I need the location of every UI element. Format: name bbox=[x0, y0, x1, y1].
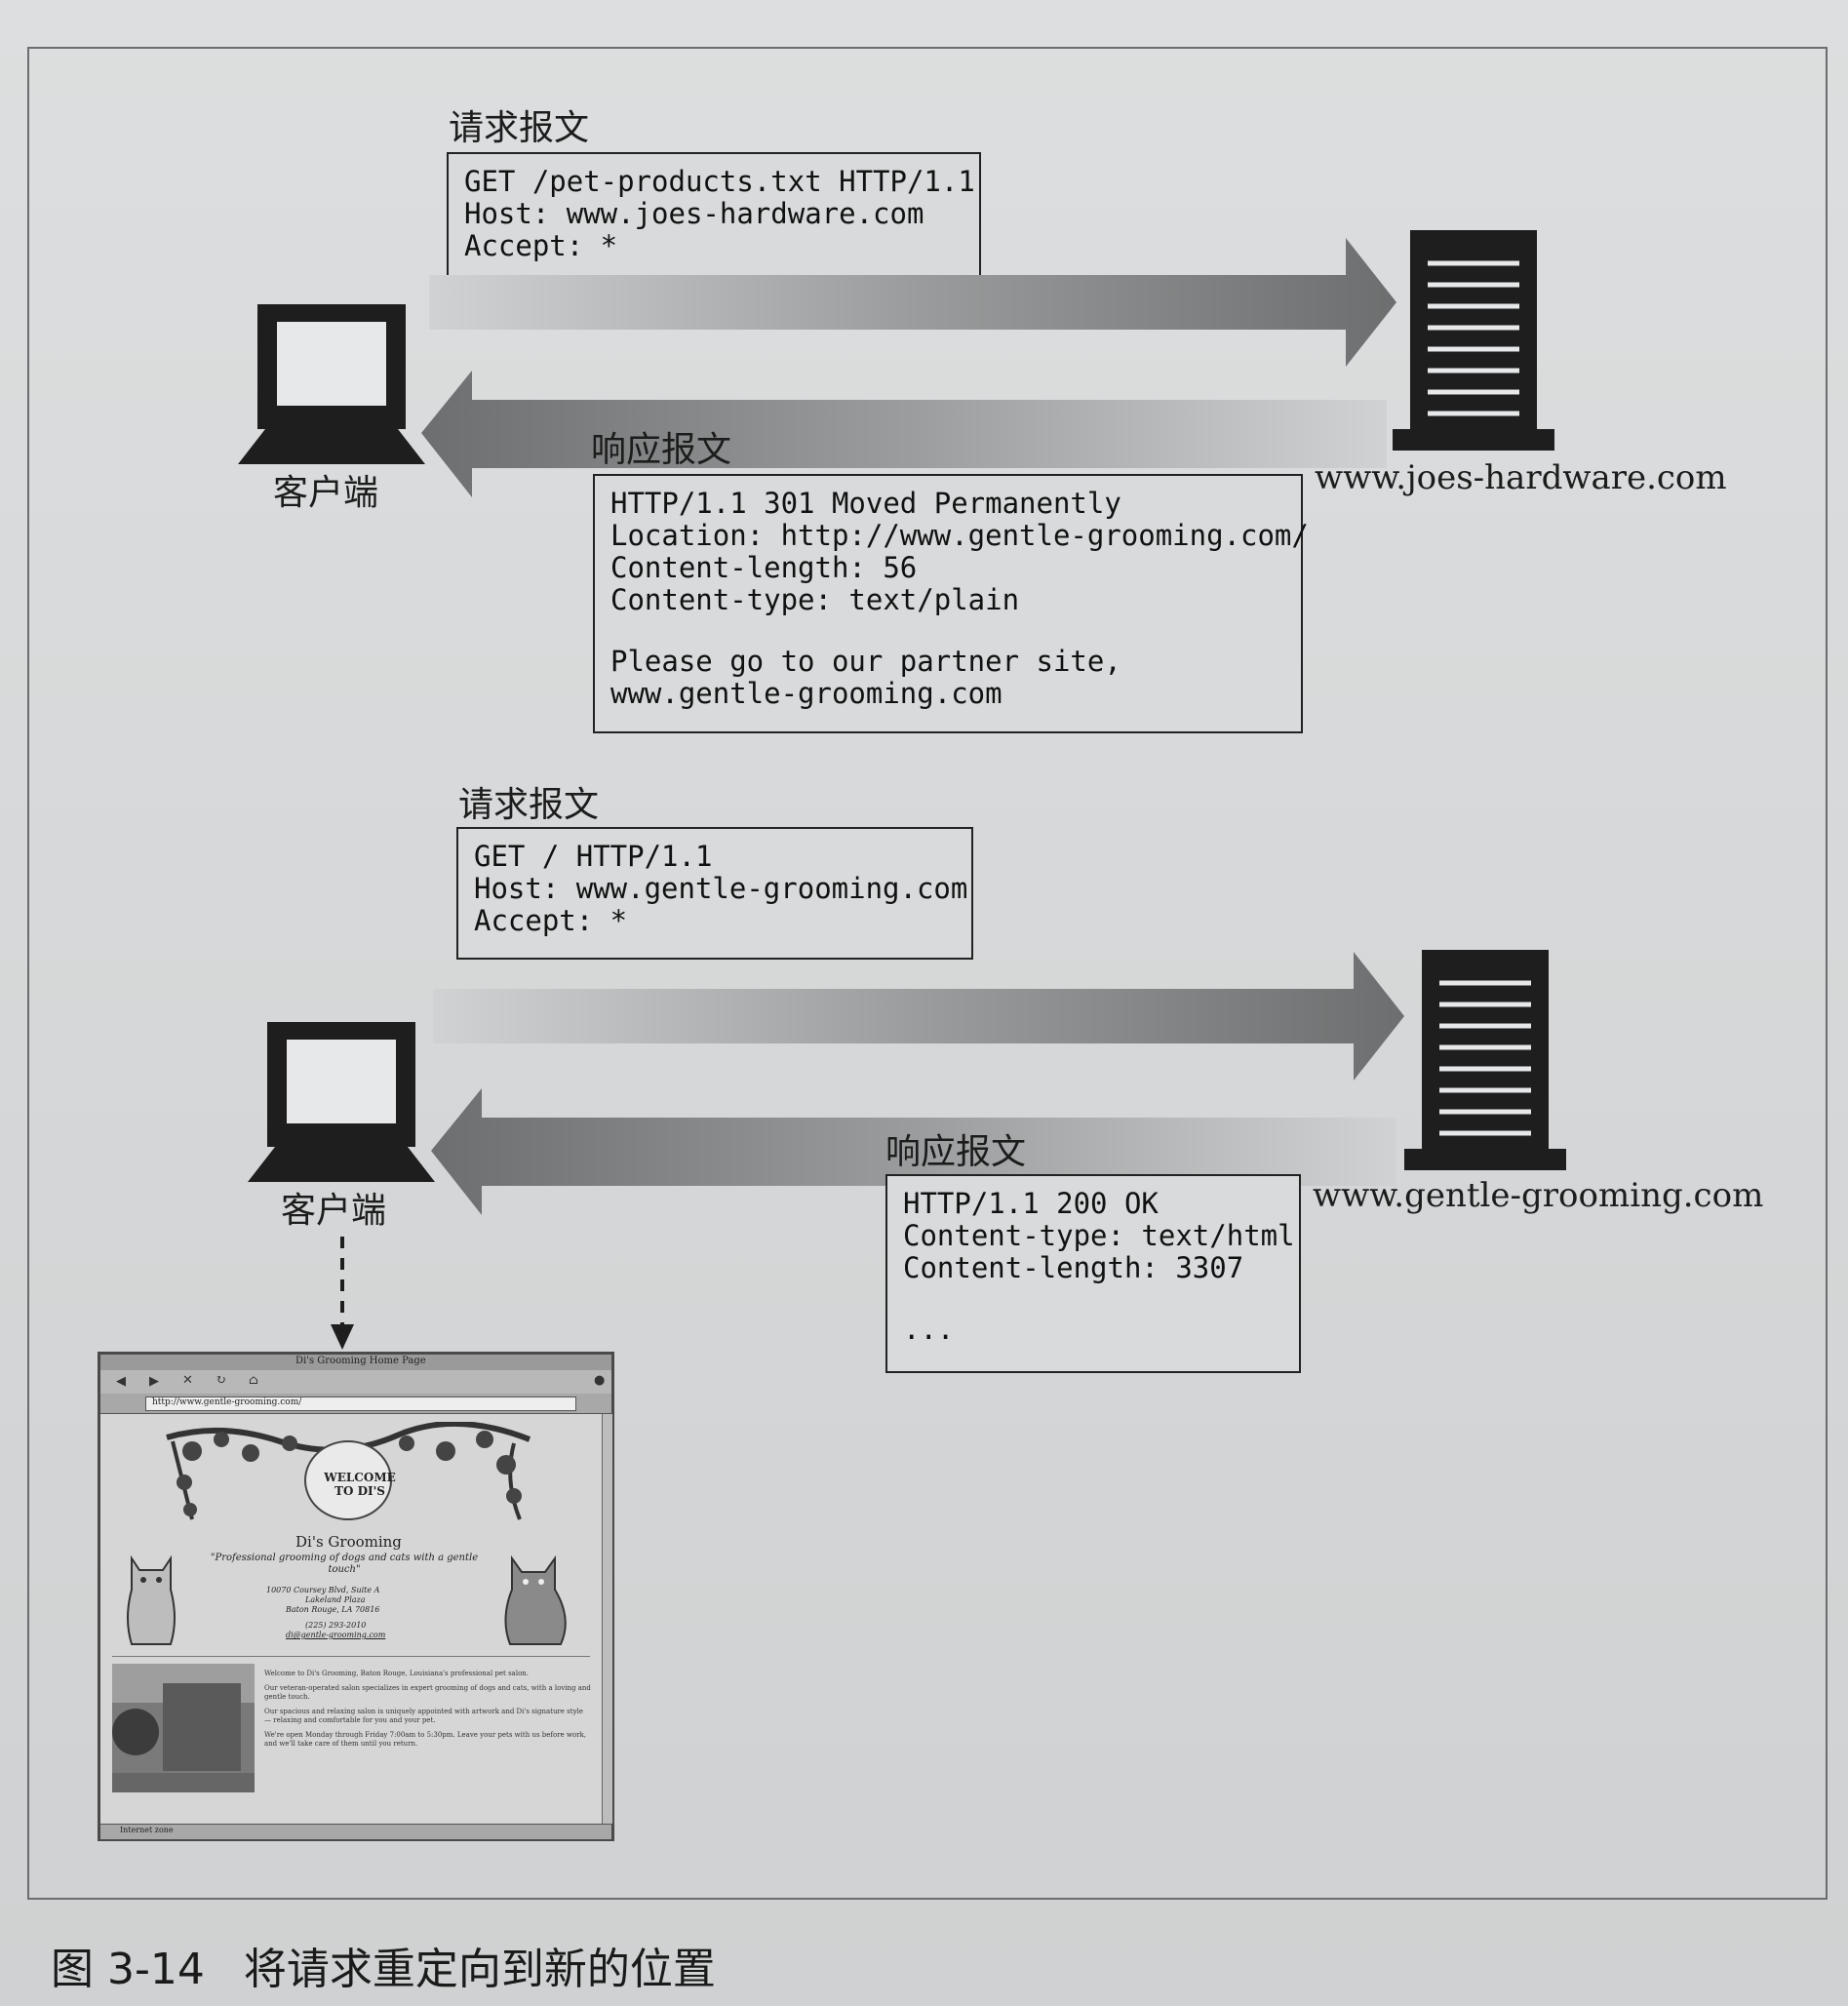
response-header: Content-type: text/html bbox=[903, 1219, 1295, 1252]
vertical-scrollbar[interactable] bbox=[602, 1414, 612, 1824]
address-line: Lakeland Plaza bbox=[305, 1595, 366, 1604]
request-label-1: 请求报文 bbox=[449, 108, 590, 148]
refresh-icon[interactable]: ↻ bbox=[216, 1373, 226, 1388]
server-hostname-2: www.gentle-grooming.com bbox=[1313, 1176, 1764, 1215]
server-hostname-1: www.joes-hardware.com bbox=[1315, 458, 1727, 497]
request-header: Host: www.joes-hardware.com bbox=[464, 197, 924, 230]
response-body: ... bbox=[903, 1313, 955, 1346]
response-header: Content-length: 3307 bbox=[903, 1251, 1244, 1284]
cat-right-image bbox=[504, 1554, 567, 1645]
banner-text: WELCOME TO DI'S bbox=[324, 1471, 396, 1498]
request-header: Accept: * bbox=[464, 229, 618, 262]
request-message-box-2: GET / HTTP/1.1 Host: www.gentle-grooming… bbox=[456, 827, 973, 960]
response-header: Content-length: 56 bbox=[610, 551, 918, 584]
address-line: Baton Rouge, LA 70816 bbox=[286, 1605, 380, 1614]
status-line: HTTP/1.1 301 Moved Permanently bbox=[610, 487, 1121, 520]
browser-window: Di's Grooming Home Page ◀ ▶ ✕ ↻ ⌂ ● http… bbox=[98, 1352, 614, 1841]
welcome-paragraph: Our spacious and relaxing salon is uniqu… bbox=[264, 1708, 583, 1724]
page-content: WELCOME TO DI'S Di's Grooming "Professio… bbox=[100, 1414, 602, 1824]
welcome-text: Welcome to Di's Grooming, Baton Rouge, L… bbox=[264, 1670, 592, 1749]
address-input[interactable]: http://www.gentle-grooming.com/ bbox=[145, 1396, 576, 1411]
welcome-paragraph: We're open Monday through Friday 7:00am … bbox=[264, 1731, 586, 1748]
request-arrow-1 bbox=[429, 238, 1396, 367]
client-computer-icon bbox=[248, 1022, 435, 1182]
home-icon[interactable]: ⌂ bbox=[249, 1373, 258, 1388]
response-body: www.gentle-grooming.com bbox=[610, 677, 1003, 710]
address-line: 10070 Coursey Blvd, Suite A bbox=[266, 1586, 380, 1594]
response-message-box-1: HTTP/1.1 301 Moved Permanently Location:… bbox=[593, 474, 1309, 733]
site-tagline: "Professional grooming of dogs and cats … bbox=[210, 1553, 479, 1575]
figure-frame bbox=[27, 47, 1828, 1900]
render-arrow bbox=[331, 1237, 354, 1350]
figure-number: 图 3-14 bbox=[51, 1945, 205, 1994]
status-line: HTTP/1.1 200 OK bbox=[903, 1187, 1159, 1220]
client-label-1: 客户端 bbox=[273, 473, 379, 513]
content-divider bbox=[112, 1656, 590, 1657]
response-message-box-2: HTTP/1.1 200 OK Content-type: text/html … bbox=[885, 1174, 1301, 1373]
request-header: Accept: * bbox=[474, 904, 628, 937]
request-label-2: 请求报文 bbox=[458, 785, 600, 825]
request-arrow-2 bbox=[433, 952, 1404, 1081]
status-bar: Internet zone bbox=[100, 1824, 611, 1839]
browser-title-bar: Di's Grooming Home Page bbox=[100, 1355, 611, 1371]
browser-toolbar: ◀ ▶ ✕ ↻ ⌂ ● bbox=[100, 1370, 611, 1395]
response-header: Content-type: text/plain bbox=[610, 583, 1020, 616]
browser-window-title: Di's Grooming Home Page bbox=[295, 1356, 426, 1366]
response-header: Location: http://www.gentle-grooming.com… bbox=[610, 519, 1309, 552]
server-icon bbox=[1393, 230, 1554, 451]
back-icon[interactable]: ◀ bbox=[116, 1374, 126, 1389]
client-computer-icon bbox=[238, 304, 425, 464]
response-body: Please go to our partner site, bbox=[610, 645, 1121, 678]
client-label-2: 客户端 bbox=[281, 1191, 387, 1231]
welcome-paragraph: Our veteran-operated salon specializes i… bbox=[264, 1684, 591, 1701]
response-label-1: 响应报文 bbox=[591, 430, 732, 470]
figure-caption: 图 3-14 将请求重定向到新的位置 bbox=[51, 1934, 716, 1996]
welcome-banner-image bbox=[166, 1422, 531, 1520]
server-icon bbox=[1404, 950, 1566, 1170]
status-text: Internet zone bbox=[120, 1826, 174, 1834]
salon-photo bbox=[112, 1664, 255, 1792]
request-line: GET /pet-products.txt HTTP/1.1 bbox=[464, 165, 975, 198]
stop-icon[interactable]: ✕ bbox=[182, 1373, 193, 1388]
site-name: Di's Grooming bbox=[295, 1533, 402, 1551]
welcome-paragraph: Welcome to Di's Grooming, Baton Rouge, L… bbox=[264, 1670, 530, 1677]
forward-icon[interactable]: ▶ bbox=[149, 1374, 159, 1389]
response-label-2: 响应报文 bbox=[885, 1132, 1027, 1172]
request-line: GET / HTTP/1.1 bbox=[474, 840, 713, 873]
browser-logo-icon: ● bbox=[594, 1373, 606, 1388]
cat-left-image bbox=[127, 1554, 176, 1645]
phone-line: (225) 293-2010 bbox=[305, 1621, 367, 1630]
figure-title: 将请求重定向到新的位置 bbox=[243, 1945, 716, 1994]
email-link[interactable]: di@gentle-grooming.com bbox=[286, 1631, 386, 1639]
address-text: http://www.gentle-grooming.com/ bbox=[152, 1397, 302, 1407]
response-arrow-1 bbox=[421, 371, 1387, 497]
request-header: Host: www.gentle-grooming.com bbox=[474, 872, 968, 905]
address-bar: http://www.gentle-grooming.com/ bbox=[100, 1394, 611, 1414]
